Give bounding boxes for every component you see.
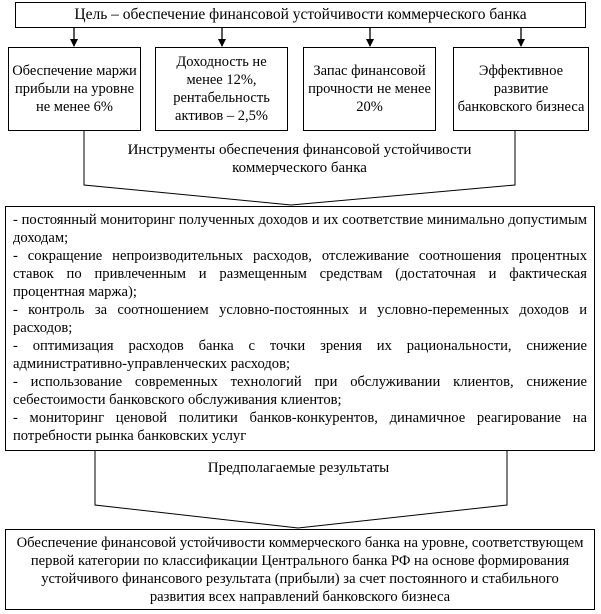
results-funnel bbox=[94, 451, 508, 529]
sub-goal-text: Обеспечение маржи прибыли на уровне не м… bbox=[12, 63, 137, 115]
sub-goal-text: Запас финансовой прочности не менее 20% bbox=[308, 63, 431, 115]
goal-text: Цель – обеспечение финансовой устойчивос… bbox=[74, 6, 527, 23]
measure-item: - оптимизация расходов банка с точки зре… bbox=[13, 338, 587, 372]
measure-item: - мониторинг ценовой политики банков-кон… bbox=[13, 410, 587, 444]
instruments-funnel bbox=[83, 131, 516, 206]
results-label: Предполагаемые результаты bbox=[207, 460, 390, 476]
outcome-box: Обеспечение финансовой устойчивости комм… bbox=[5, 529, 595, 610]
measures-box: - постоянный мониторинг полученных доход… bbox=[5, 206, 595, 451]
sub-goal-profitability: Доходность не менее 12%, рентабельность … bbox=[155, 47, 288, 131]
sub-goal-text: Эффективное развитие банковского бизнеса bbox=[457, 63, 585, 115]
outcome-text: Обеспечение финансовой устойчивости комм… bbox=[16, 534, 584, 605]
goal-box: Цель – обеспечение финансовой устойчивос… bbox=[15, 2, 586, 28]
sub-goal-text: Доходность не менее 12%, рентабельность … bbox=[173, 54, 270, 124]
sub-goal-profit-margin: Обеспечение маржи прибыли на уровне не м… bbox=[8, 47, 141, 131]
sub-goal-safety-margin: Запас финансовой прочности не менее 20% bbox=[303, 47, 436, 131]
instruments-label: Инструменты обеспечения финансовой устой… bbox=[127, 142, 472, 176]
measure-item: - контроль за соотношением условно-посто… bbox=[13, 302, 587, 336]
measure-item: - сокращение непроизводительных расходов… bbox=[13, 248, 587, 300]
sub-goal-business-development: Эффективное развитие банковского бизнеса bbox=[453, 47, 589, 131]
measure-item: - использование современных технологий п… bbox=[13, 374, 587, 408]
measure-item: - постоянный мониторинг полученных доход… bbox=[13, 212, 587, 246]
